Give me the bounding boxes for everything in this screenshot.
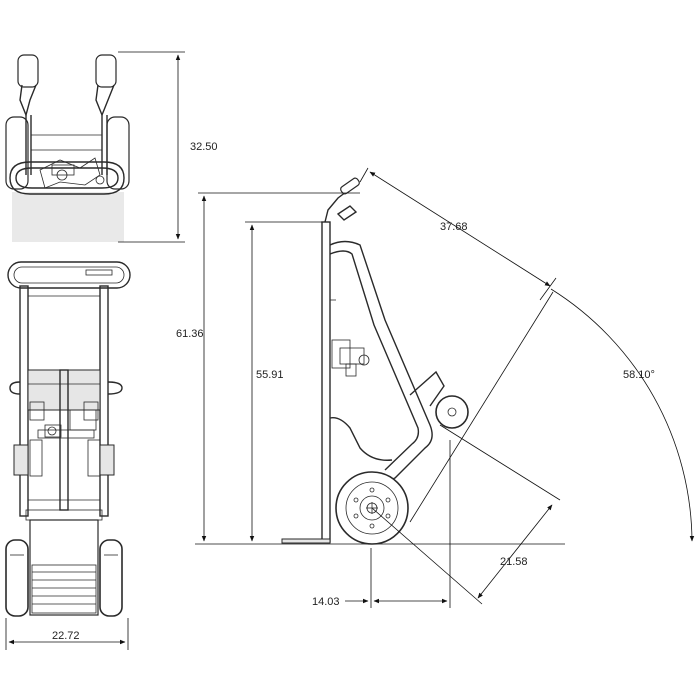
front-mounting-plate [27, 369, 101, 411]
tilt-length-label: 37.68 [440, 221, 468, 233]
top-left-wheel [5, 116, 29, 190]
side-toe-plate [281, 538, 331, 544]
dimension-overall-height: 61.36 [176, 192, 360, 542]
front-right-rail [99, 285, 109, 517]
front-right-wheel [99, 539, 123, 617]
front-left-wheel [5, 539, 29, 617]
side-main-frame [321, 221, 331, 543]
dimension-tilt-angle: 58.10° [550, 288, 695, 542]
dimension-tilt-length: 37.68 [359, 167, 557, 301]
dimension-tilted-wheel-height: 21.58 [371, 424, 561, 605]
front-view-width-label: 22.72 [52, 630, 80, 642]
top-right-grip [95, 54, 117, 88]
top-left-grip [17, 54, 39, 88]
top-view [5, 54, 130, 242]
top-view-shadow-box [12, 192, 124, 242]
front-left-rail [19, 285, 29, 517]
top-left-handle-neck [19, 84, 37, 118]
frame-height-label: 55.91 [256, 369, 284, 381]
tilted-frame-reference-line [409, 291, 554, 523]
side-view [281, 177, 469, 545]
front-lower-frame [29, 519, 99, 616]
side-rear-caster [435, 395, 469, 429]
top-handle-loop [9, 161, 125, 195]
top-right-handle-neck [95, 84, 115, 117]
dimension-frame-height: 55.91 [245, 221, 322, 542]
tilt-angle-label: 58.10° [623, 369, 655, 381]
dimension-wheel-offset: 14.03 [312, 440, 451, 608]
dimension-front-width: 22.72 [5, 618, 129, 650]
overall-height-label: 61.36 [176, 328, 204, 340]
side-curved-rail [329, 240, 433, 483]
front-top-handle [7, 261, 131, 289]
tilted-wheel-height-label: 21.58 [500, 556, 528, 568]
dimension-top-depth: 32.50 [118, 51, 218, 243]
wheel-offset-label: 14.03 [312, 596, 340, 608]
front-view [5, 261, 131, 617]
top-view-depth-label: 32.50 [190, 141, 218, 153]
